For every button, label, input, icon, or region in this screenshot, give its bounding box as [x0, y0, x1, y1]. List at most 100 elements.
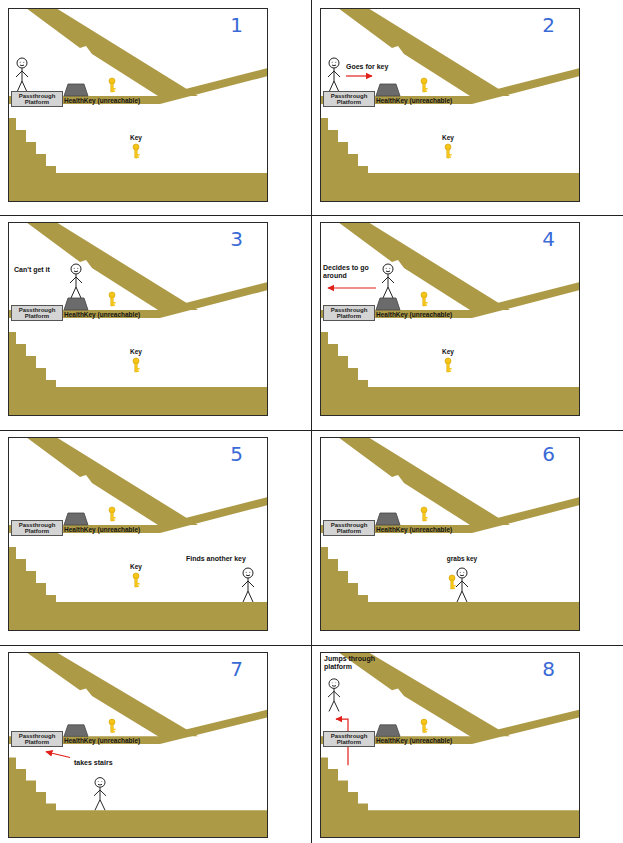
platform-box: Passthrough Platform — [11, 305, 63, 321]
platform-label: Passthrough Platform — [14, 93, 60, 105]
platform-box: Passthrough Platform — [11, 520, 63, 536]
level-scene — [320, 8, 580, 202]
action-caption: Can't get it — [14, 266, 68, 274]
storyboard-panel: 1Passthrough Platform — [8, 8, 268, 202]
panel-scene — [320, 652, 580, 838]
label-holder: Can't get it — [14, 266, 68, 274]
scene-label: Key — [121, 348, 151, 355]
platform-box: Passthrough Platform — [323, 91, 375, 107]
panel-scene — [8, 8, 268, 202]
scene-label: Key (unreachable) — [394, 311, 454, 318]
platform-label: Passthrough Platform — [326, 307, 372, 319]
stick-figure — [242, 568, 254, 602]
label-holder: Key (unreachable) — [82, 526, 142, 533]
label-holder: Key (unreachable) — [394, 97, 454, 104]
motion-arrow — [46, 752, 70, 758]
stick-figure — [456, 568, 468, 602]
action-caption: Jumps through platform — [324, 655, 388, 671]
scene-label: Key (unreachable) — [82, 311, 142, 318]
label-holder: grabs key — [437, 555, 487, 562]
label-holder: Goes for key — [346, 63, 408, 71]
stick-figure — [328, 58, 340, 92]
scene-label: Key — [433, 134, 463, 141]
panel-number: 5 — [230, 444, 243, 464]
label-holder: Key — [433, 348, 463, 355]
platform-box: Passthrough Platform — [323, 305, 375, 321]
panel-number-holder: 3 — [230, 229, 243, 249]
panel-scene — [320, 222, 580, 416]
platform-label: Passthrough Platform — [326, 733, 372, 745]
panel-scene — [320, 8, 580, 202]
scene-label: Key (unreachable) — [82, 526, 142, 533]
panel-number: 1 — [230, 15, 243, 35]
platform-label: Passthrough Platform — [326, 93, 372, 105]
panel-number-holder: 7 — [230, 659, 243, 679]
label-holder: Key — [121, 563, 151, 570]
label-holder: Jumps through platform — [324, 655, 388, 671]
panel-number-holder: 6 — [542, 444, 555, 464]
scene-label: Key (unreachable) — [394, 737, 454, 744]
key-icon — [133, 144, 140, 158]
storyboard-panel: 5Passthrough Platform — [8, 437, 268, 631]
platform-label: Passthrough Platform — [14, 733, 60, 745]
panel-number: 7 — [230, 659, 243, 679]
platform-label: Passthrough Platform — [14, 522, 60, 534]
scene-label: Key — [121, 563, 151, 570]
label-holder: Key (unreachable) — [82, 737, 142, 744]
panel-scene — [8, 437, 268, 631]
label-holder: Key (unreachable) — [82, 97, 142, 104]
stick-figure — [328, 679, 340, 712]
label-holder: Key (unreachable) — [394, 526, 454, 533]
panel-number: 8 — [542, 659, 555, 679]
scene-label: Key — [121, 134, 151, 141]
level-scene — [320, 652, 580, 838]
action-caption: Finds another key — [186, 555, 264, 563]
action-caption: Goes for key — [346, 63, 408, 71]
panel-number-holder: 2 — [542, 15, 555, 35]
key-icon — [445, 144, 452, 158]
platform-box: Passthrough Platform — [11, 91, 63, 107]
separator-line — [0, 430, 623, 431]
label-holder: Key (unreachable) — [394, 737, 454, 744]
level-scene — [320, 437, 580, 631]
key-icon — [133, 358, 140, 372]
scene-label: grabs key — [437, 555, 487, 562]
panel-scene — [320, 437, 580, 631]
platform-box: Passthrough Platform — [323, 731, 375, 747]
platform-box: Passthrough Platform — [11, 731, 63, 747]
label-holder: Key — [121, 134, 151, 141]
panel-number-holder: 1 — [230, 15, 243, 35]
panel-number: 4 — [542, 229, 555, 249]
level-scene — [8, 652, 268, 838]
panel-number-holder: 5 — [230, 444, 243, 464]
scene-label: Key (unreachable) — [394, 97, 454, 104]
action-caption: takes stairs — [74, 759, 132, 767]
separator-line — [311, 0, 312, 843]
stick-figure — [94, 778, 106, 811]
key-icon — [449, 575, 456, 589]
panel-scene — [8, 652, 268, 838]
platform-label: Passthrough Platform — [14, 307, 60, 319]
storyboard-panel: 2Passthrough Platform — [320, 8, 580, 202]
panel-number-holder: 8 — [542, 659, 555, 679]
motion-arrow — [346, 75, 372, 76]
label-holder: Key (unreachable) — [82, 311, 142, 318]
separator-line — [0, 215, 623, 216]
panel-scene — [8, 222, 268, 416]
scene-label: Key — [433, 348, 463, 355]
scene-label: Key (unreachable) — [394, 526, 454, 533]
level-scene — [320, 222, 580, 416]
motion-arrow — [328, 287, 376, 288]
action-caption: Decides to go around — [323, 264, 373, 280]
panel-number: 6 — [542, 444, 555, 464]
label-holder: Key — [121, 348, 151, 355]
stick-figure — [382, 264, 394, 298]
label-holder: Decides to go around — [323, 264, 373, 280]
scene-label: Key (unreachable) — [82, 97, 142, 104]
level-scene — [8, 437, 268, 631]
